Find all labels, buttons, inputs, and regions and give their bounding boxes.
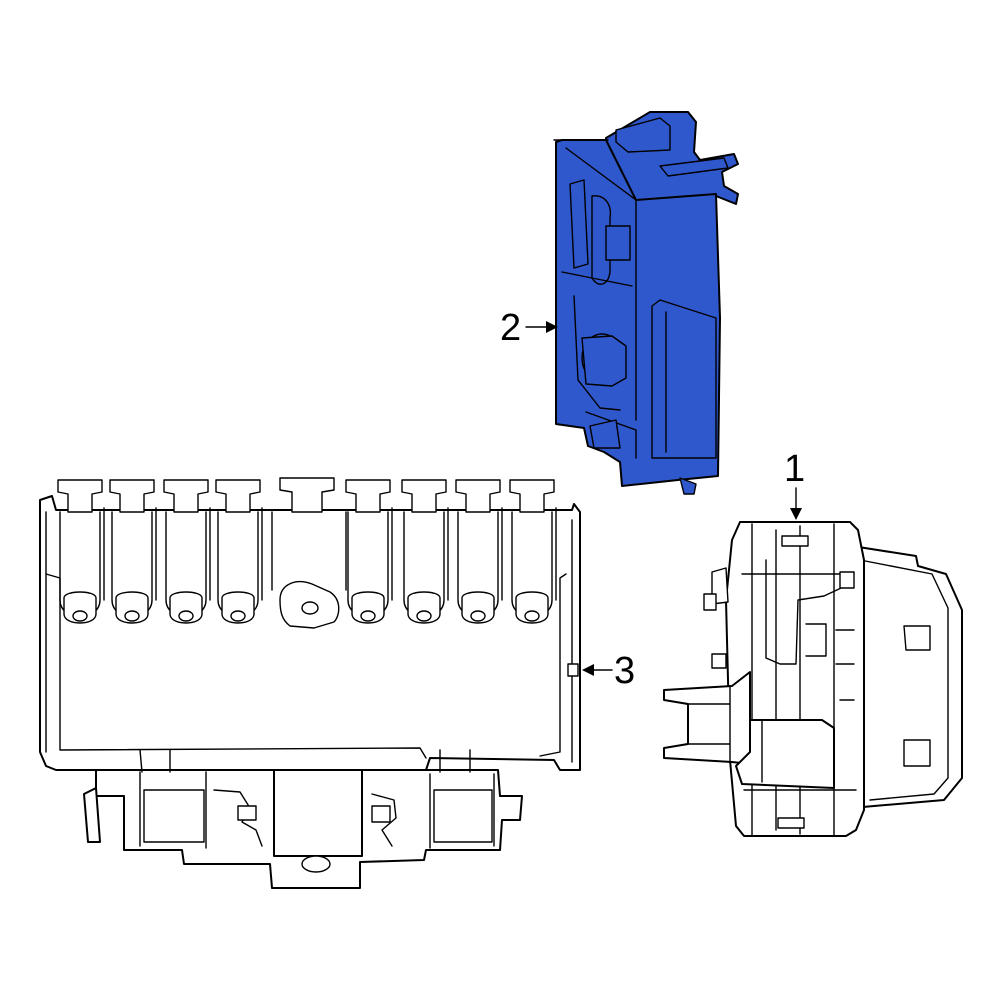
callout-3: 3 [614,650,635,692]
callout-1: 1 [784,448,805,490]
callout-2: 2 [500,307,521,349]
center-terminal-tab [271,477,347,591]
fuse-slot [109,479,157,624]
fuse-slot-group [57,477,557,624]
callout-3-group[interactable]: 3 [582,650,635,692]
control-module-icon[interactable] [553,111,739,495]
fuse-slot [345,479,393,624]
relay-module-icon[interactable] [663,521,963,837]
callout-2-group[interactable]: 2 [500,307,558,349]
fuse-slot [509,479,557,624]
fuse-slot [401,479,449,624]
fuse-slot [215,479,263,624]
fuse-box-icon[interactable] [39,477,581,889]
fuse-slot [455,479,503,624]
fuse-slot [57,479,105,624]
fuse-slot [163,479,211,624]
callout-1-group[interactable]: 1 [784,448,805,520]
